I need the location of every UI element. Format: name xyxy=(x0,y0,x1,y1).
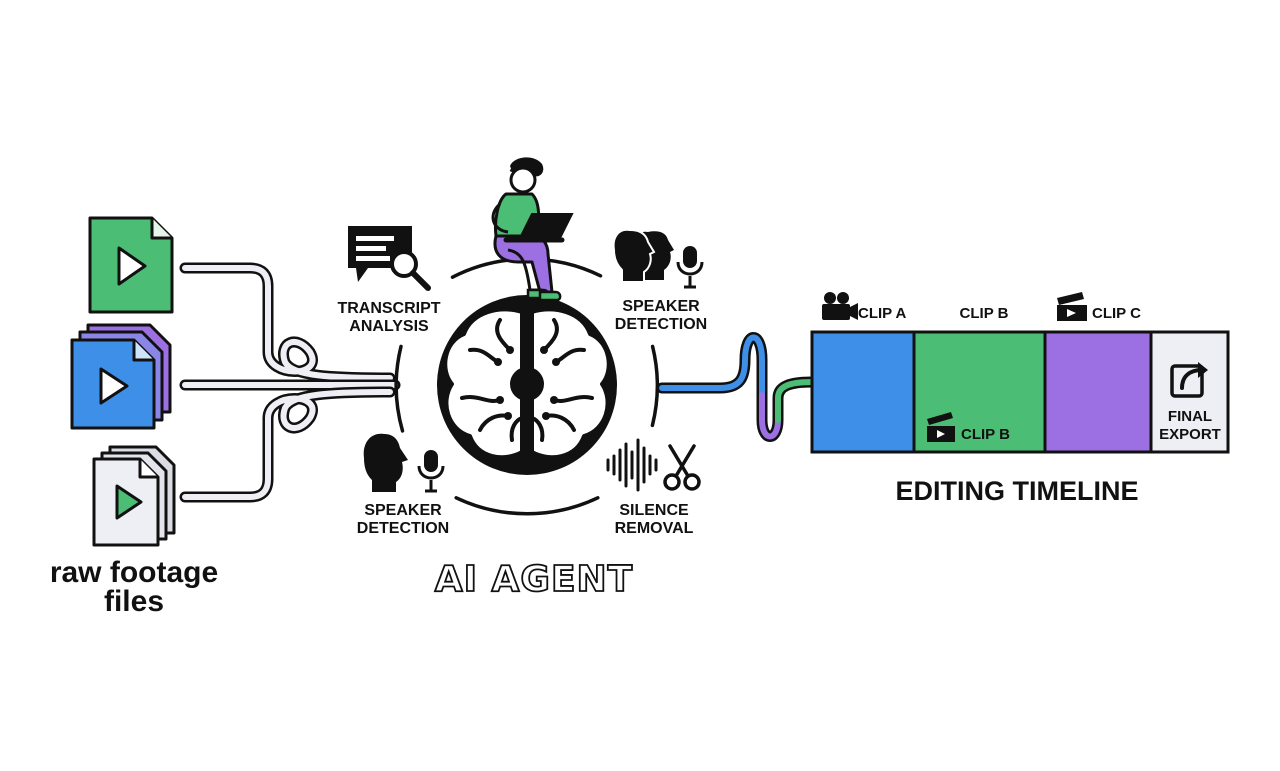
clip-b-sublabel: CLIP B xyxy=(961,426,1010,443)
capability-label: TRANSCRIPT xyxy=(337,300,440,317)
ai-agent-title: AI AGENT xyxy=(435,559,633,600)
clip-b-label: CLIP B xyxy=(960,305,1009,322)
orbit-arc xyxy=(394,344,405,433)
video-file-stack-icon xyxy=(70,323,172,430)
capability-label: ANALYSIS xyxy=(349,318,429,335)
raw-footage-files: raw footage files xyxy=(50,216,218,618)
capability-label: SPEAKER xyxy=(364,502,442,519)
orbit-arc xyxy=(650,344,660,428)
speech-bubble-magnifier-icon xyxy=(348,226,431,291)
capability-silence-removal: SILENCE REMOVAL xyxy=(606,438,701,537)
clip-c-label: CLIP C xyxy=(1092,305,1141,322)
orbit-arc xyxy=(454,496,600,516)
capability-speaker-detection-bottom: SPEAKER DETECTION xyxy=(357,433,449,537)
capability-label: SILENCE xyxy=(619,502,689,519)
waveform-scissors-icon xyxy=(606,438,701,492)
ai-agent-hub: TRANSCRIPT ANALYSIS SPEAKER DETECTION xyxy=(337,157,707,601)
output-cable xyxy=(656,332,818,442)
export-label: EXPORT xyxy=(1159,426,1221,443)
person-laptop-icon xyxy=(491,157,574,302)
export-segment xyxy=(1149,330,1230,454)
capability-label: REMOVAL xyxy=(615,520,694,537)
clip-c-segment xyxy=(1043,330,1153,454)
export-label: FINAL xyxy=(1168,408,1212,425)
clapperboard-icon xyxy=(927,412,955,442)
video-file-stack-icon xyxy=(92,445,176,547)
editing-timeline-title: EDITING TIMELINE xyxy=(896,476,1139,506)
raw-footage-label-line2: files xyxy=(104,585,164,618)
video-file-icon xyxy=(88,216,174,314)
raw-footage-label: raw footage xyxy=(50,556,218,589)
clip-a-segment xyxy=(810,330,916,454)
capability-label: DETECTION xyxy=(615,316,707,333)
input-cables xyxy=(179,262,401,503)
capability-transcript-analysis: TRANSCRIPT ANALYSIS xyxy=(337,226,441,335)
brain-icon xyxy=(437,295,617,475)
movie-camera-icon xyxy=(822,292,858,320)
speaker-heads-microphone-icon xyxy=(612,228,704,289)
clapperboard-icon xyxy=(1057,292,1087,321)
capability-label: SPEAKER xyxy=(622,298,700,315)
clip-a-label: CLIP A xyxy=(858,305,907,322)
speaker-head-microphone-icon xyxy=(363,433,445,493)
editing-timeline: CLIP A CLIP B CLIP B CLIP C FINAL EXPORT… xyxy=(810,292,1230,506)
share-export-icon xyxy=(1170,362,1208,398)
capability-speaker-detection-top: SPEAKER DETECTION xyxy=(612,228,707,333)
capability-label: DETECTION xyxy=(357,520,449,537)
